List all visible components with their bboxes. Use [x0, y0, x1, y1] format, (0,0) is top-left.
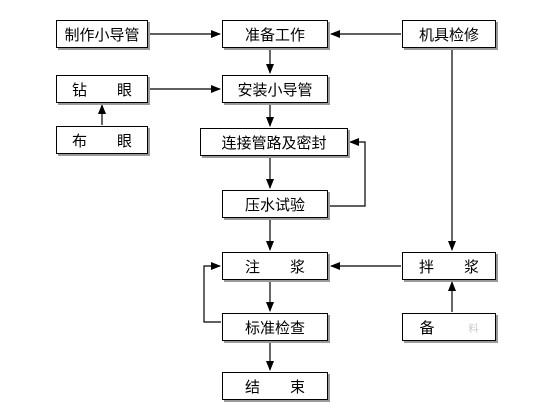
node-drill-hole: 钻 眼: [56, 75, 148, 103]
node-label-faint: 料: [468, 323, 479, 335]
node-mix-grout: 拌 浆: [402, 252, 496, 280]
node-label: 标准检查: [244, 318, 305, 337]
node-label: 机具检修: [418, 25, 479, 44]
node-connect-pipeline-seal: 连接管路及密封: [200, 128, 348, 156]
edge-biaozhun-to-zhujiang: [203, 262, 221, 323]
node-standard-inspection: 标准检查: [222, 313, 328, 341]
node-water-pressure-test: 压水试验: [222, 190, 328, 218]
node-label: 钻 眼: [71, 80, 132, 99]
node-label: 准备工作: [244, 25, 305, 44]
node-label: 连接管路及密封: [221, 133, 327, 152]
node-preparation: 准备工作: [222, 20, 328, 48]
node-label: 安装小导管: [237, 80, 313, 99]
node-label: 拌 浆: [418, 257, 479, 276]
node-end: 结 束: [222, 372, 328, 400]
node-label: 压水试验: [244, 195, 305, 214]
node-label: 注 浆: [244, 257, 305, 276]
node-layout-holes: 布 眼: [56, 126, 148, 154]
node-grouting: 注 浆: [222, 252, 328, 280]
node-make-small-conduit: 制作小导管: [56, 20, 148, 48]
node-equipment-maintenance: 机具检修: [402, 20, 496, 48]
node-prepare-materials: 备料: [402, 313, 496, 341]
edge-yashui-to-lianjie: [330, 138, 366, 207]
node-install-small-conduit: 安装小导管: [222, 75, 328, 103]
node-label: 备: [419, 318, 435, 337]
node-label: 制作小导管: [64, 25, 140, 44]
node-label: 结 束: [244, 377, 305, 396]
node-label: 布 眼: [71, 131, 132, 150]
